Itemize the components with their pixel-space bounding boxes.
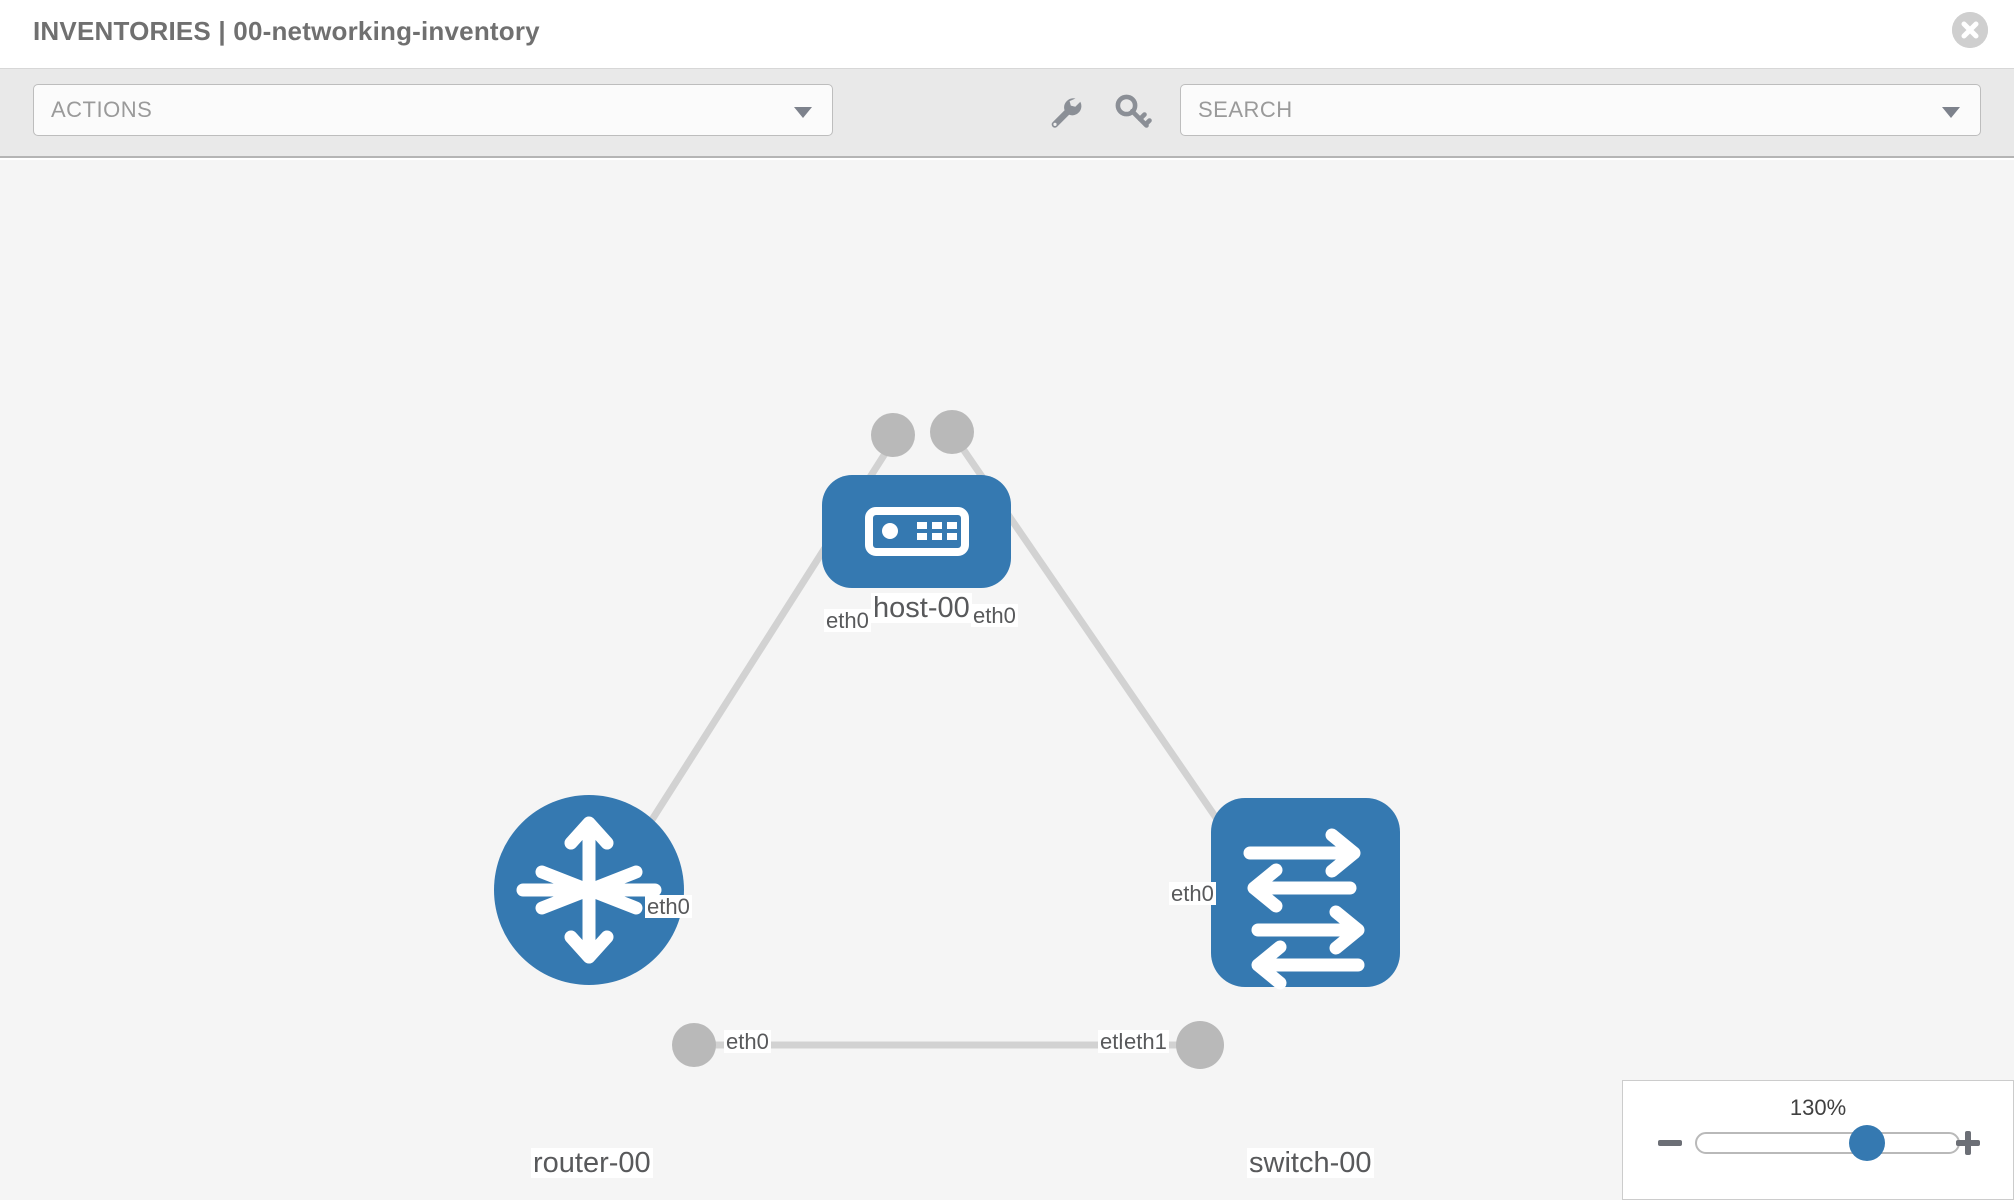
node-label-host-00: host-00 bbox=[871, 592, 972, 624]
interface-label: eth1 bbox=[1122, 1029, 1169, 1054]
interface-label: eth0 bbox=[724, 1029, 771, 1054]
interface-label: eth0 bbox=[645, 894, 692, 919]
page-header: INVENTORIES | 00-networking-inventory bbox=[0, 0, 2014, 69]
node-switch-00[interactable] bbox=[1211, 798, 1400, 990]
connector-dot[interactable] bbox=[1176, 1021, 1224, 1069]
node-host-00[interactable] bbox=[822, 475, 1011, 588]
connector-dot[interactable] bbox=[930, 410, 974, 454]
chevron-down-icon bbox=[794, 107, 812, 118]
plus-icon[interactable] bbox=[1953, 1128, 1983, 1158]
chevron-down-icon bbox=[1942, 107, 1960, 118]
interface-label: eth0 bbox=[1169, 881, 1216, 906]
minus-icon[interactable] bbox=[1655, 1128, 1685, 1158]
interface-label: eth0 bbox=[971, 603, 1018, 628]
interface-label: eth0 bbox=[824, 608, 871, 633]
zoom-slider-thumb[interactable] bbox=[1849, 1125, 1885, 1161]
connector-dot[interactable] bbox=[871, 413, 915, 457]
zoom-level-value: 130% bbox=[1789, 1095, 1847, 1120]
zoom-control-panel: 130% bbox=[1622, 1080, 2014, 1200]
page-title: INVENTORIES | 00-networking-inventory bbox=[33, 16, 540, 46]
zoom-slider-track[interactable] bbox=[1695, 1132, 1960, 1154]
connector-dot[interactable] bbox=[672, 1023, 716, 1067]
topology-graph bbox=[494, 410, 1400, 1069]
router-arrows-icon bbox=[516, 816, 662, 964]
wrench-icon[interactable] bbox=[1045, 92, 1085, 132]
key-icon[interactable] bbox=[1113, 92, 1153, 132]
switch-arrows-icon bbox=[1243, 828, 1365, 990]
search-placeholder: SEARCH bbox=[1198, 97, 1293, 122]
actions-dropdown[interactable]: ACTIONS bbox=[33, 84, 833, 136]
topology-canvas[interactable]: host-00 router-00 switch-00 eth0 eth0 et… bbox=[0, 160, 2014, 1200]
node-label-switch-00: switch-00 bbox=[1247, 1147, 1374, 1179]
server-icon bbox=[865, 507, 969, 556]
node-label-router-00: router-00 bbox=[531, 1147, 653, 1179]
node-router-00[interactable] bbox=[494, 795, 684, 985]
close-icon[interactable] bbox=[1952, 12, 1988, 48]
actions-dropdown-label: ACTIONS bbox=[51, 97, 153, 122]
search-input[interactable]: SEARCH bbox=[1180, 84, 1981, 136]
